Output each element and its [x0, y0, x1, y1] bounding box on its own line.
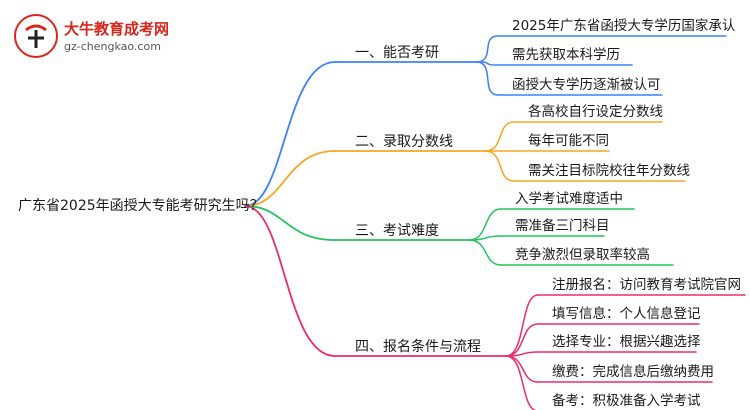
leaf-label: 函授大专学历逐渐被认可	[512, 77, 661, 93]
leaf-label: 需准备三门科目	[515, 218, 610, 234]
root-connector	[244, 150, 336, 207]
leaf-label: 2025年广东省函授大专学历国家承认	[512, 18, 736, 34]
logo-mark	[14, 14, 58, 58]
leaf-label: 需先获取本科学历	[512, 47, 620, 63]
leaf-label: 备考：积极准备入学考试	[552, 393, 701, 409]
root-connector	[244, 61, 336, 207]
leaf-label: 缴费：完成信息后缴纳费用	[552, 364, 714, 380]
root-topic: 广东省2025年函授大专能考研究生吗？	[18, 198, 264, 214]
leaf-connector	[468, 235, 502, 241]
logo-url: gz-chengkao.com	[64, 40, 161, 53]
leaf-connector	[505, 323, 539, 357]
root-connector	[244, 205, 336, 357]
leaf-label: 各高校自行设定分数线	[528, 104, 663, 120]
leaf-label: 注册报名：访问教育考试院官网	[552, 277, 741, 293]
leaf-connector	[475, 35, 499, 63]
branch-label: 三、考试难度	[355, 223, 439, 239]
leaf-label: 需关注目标院校往年分数线	[528, 163, 690, 179]
leaf-connector	[468, 239, 502, 266]
leaf-connector	[484, 121, 515, 152]
logo-title: 大牛教育成考网	[64, 20, 170, 38]
leaf-label: 填写信息：个人信息登记	[552, 306, 701, 322]
leaf-connector	[484, 150, 515, 182]
site-logo: 大牛教育成考网 gz-chengkao.com	[14, 14, 214, 62]
leaf-label: 竞争激烈但录取率较高	[515, 247, 650, 263]
leaf-connector	[475, 61, 499, 96]
branch-label: 二、录取分数线	[355, 134, 453, 150]
leaf-connector	[505, 355, 538, 410]
leaf-connector	[468, 208, 502, 241]
root-connector	[244, 205, 336, 241]
leaf-label: 入学考试难度适中	[515, 191, 623, 207]
branch-label: 一、能否考研	[355, 45, 439, 61]
branch-label: 四、报名条件与流程	[355, 339, 481, 355]
leaf-label: 选择专业：根据兴趣选择	[552, 334, 701, 350]
leaf-label: 每年可能不同	[528, 133, 609, 149]
